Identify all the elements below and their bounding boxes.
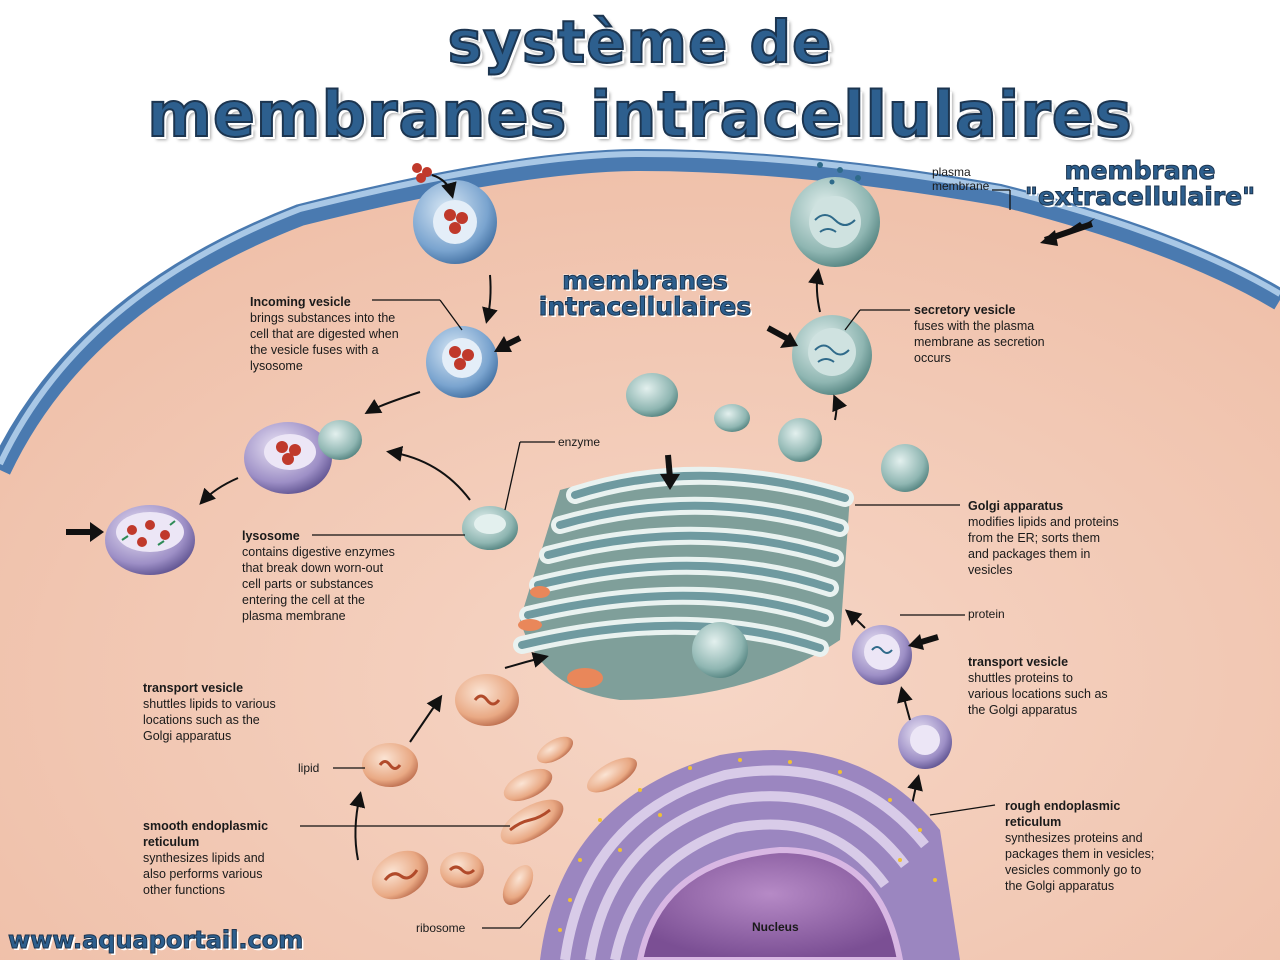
- enzyme-label: enzyme: [558, 435, 601, 449]
- extracellular-line-1: membrane: [1064, 156, 1216, 185]
- plasma-membrane: [0, 148, 1280, 475]
- smooth-er-label: smooth endoplasmic reticulum synthesizes…: [143, 819, 269, 897]
- transport-vesicle-right-label: transport vesicle shuttles proteins to v…: [968, 655, 1108, 717]
- incoming-vesicle-label: Incoming vesicle brings substances into …: [250, 295, 399, 373]
- title-line-1: système de: [447, 7, 833, 77]
- golgi-label: Golgi apparatus modifies lipids and prot…: [968, 499, 1119, 577]
- protein-label: protein: [968, 607, 1005, 621]
- extracellular-line-2: "extracellulaire": [1024, 182, 1256, 211]
- lipid-label: lipid: [298, 761, 320, 775]
- highlight-arrows: [66, 218, 1095, 650]
- extracellular-annotation: membrane "extracellulaire": [1010, 156, 1270, 211]
- ribosome-label: ribosome: [416, 921, 466, 935]
- transport-vesicle-left-label: transport vesicle shuttles lipids to var…: [143, 681, 276, 743]
- website-watermark: www.aquaportail.com: [7, 926, 304, 955]
- secretory-vesicle-label: secretory vesicle fuses with the plasma …: [914, 303, 1045, 365]
- intracellular-line-2: intracellulaires: [538, 292, 752, 321]
- golgi-apparatus: [513, 418, 929, 700]
- intracellular-line-1: membranes: [562, 266, 729, 295]
- lysosome-label: lysosome contains digestive enzymes that…: [242, 529, 395, 623]
- intracellular-annotation: membranes intracellulaires: [505, 266, 785, 321]
- title-line-2: membranes intracellulaires: [146, 77, 1133, 152]
- rough-er-label: rough endoplasmic reticulum synthesizes …: [1005, 799, 1155, 893]
- nucleus: [636, 846, 904, 960]
- nucleus-label: Nucleus: [752, 920, 799, 934]
